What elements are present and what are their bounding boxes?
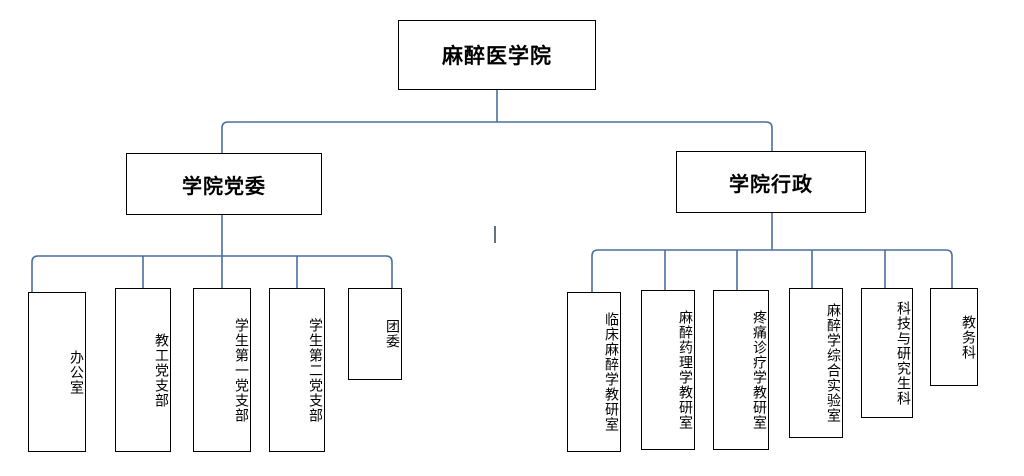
leaf-party-3[interactable]: 学生第二党支部 (269, 288, 325, 452)
leaf-party-4[interactable]: 团委 (348, 288, 402, 380)
leaf-party-0-label: 办公室 (69, 349, 85, 395)
leaf-admin-5-label: 教务科 (961, 314, 977, 360)
leaf-admin-4-label: 科技与研究生科 (896, 300, 912, 406)
leaf-party-1[interactable]: 教工党支部 (115, 288, 171, 452)
node-root[interactable]: 麻醉医学院 (398, 20, 596, 90)
leaf-party-2[interactable]: 学生第一党支部 (193, 288, 251, 452)
node-administration-label: 学院行政 (729, 173, 813, 196)
node-administration[interactable]: 学院行政 (676, 151, 866, 213)
node-root-label: 麻醉医学院 (442, 45, 552, 68)
leaf-admin-3-label: 麻醉学综合实验室 (826, 303, 842, 423)
leaf-party-0[interactable]: 办公室 (28, 292, 86, 452)
leaf-party-2-label: 学生第一党支部 (234, 317, 250, 423)
leaf-party-4-label: 团委 (385, 319, 401, 349)
leaf-admin-4[interactable]: 科技与研究生科 (861, 288, 913, 418)
leaf-party-1-label: 教工党支部 (154, 332, 170, 408)
leaf-admin-0[interactable]: 临床麻醉学教研室 (567, 292, 621, 452)
node-party-committee[interactable]: 学院党委 (126, 153, 322, 215)
leaf-admin-0-label: 临床麻醉学教研室 (604, 312, 620, 432)
leaf-admin-2[interactable]: 疼痛诊疗学教研室 (713, 290, 769, 450)
leaf-party-3-label: 学生第二党支部 (308, 317, 324, 423)
leaf-admin-1-label: 麻醉药理学教研室 (678, 310, 694, 430)
leaf-admin-2-label: 疼痛诊疗学教研室 (752, 310, 768, 430)
leaf-admin-1[interactable]: 麻醉药理学教研室 (641, 290, 695, 450)
leaf-admin-5[interactable]: 教务科 (930, 288, 978, 386)
leaf-admin-3[interactable]: 麻醉学综合实验室 (789, 288, 843, 438)
text-cursor (494, 226, 496, 243)
node-party-committee-label: 学院党委 (182, 175, 266, 198)
